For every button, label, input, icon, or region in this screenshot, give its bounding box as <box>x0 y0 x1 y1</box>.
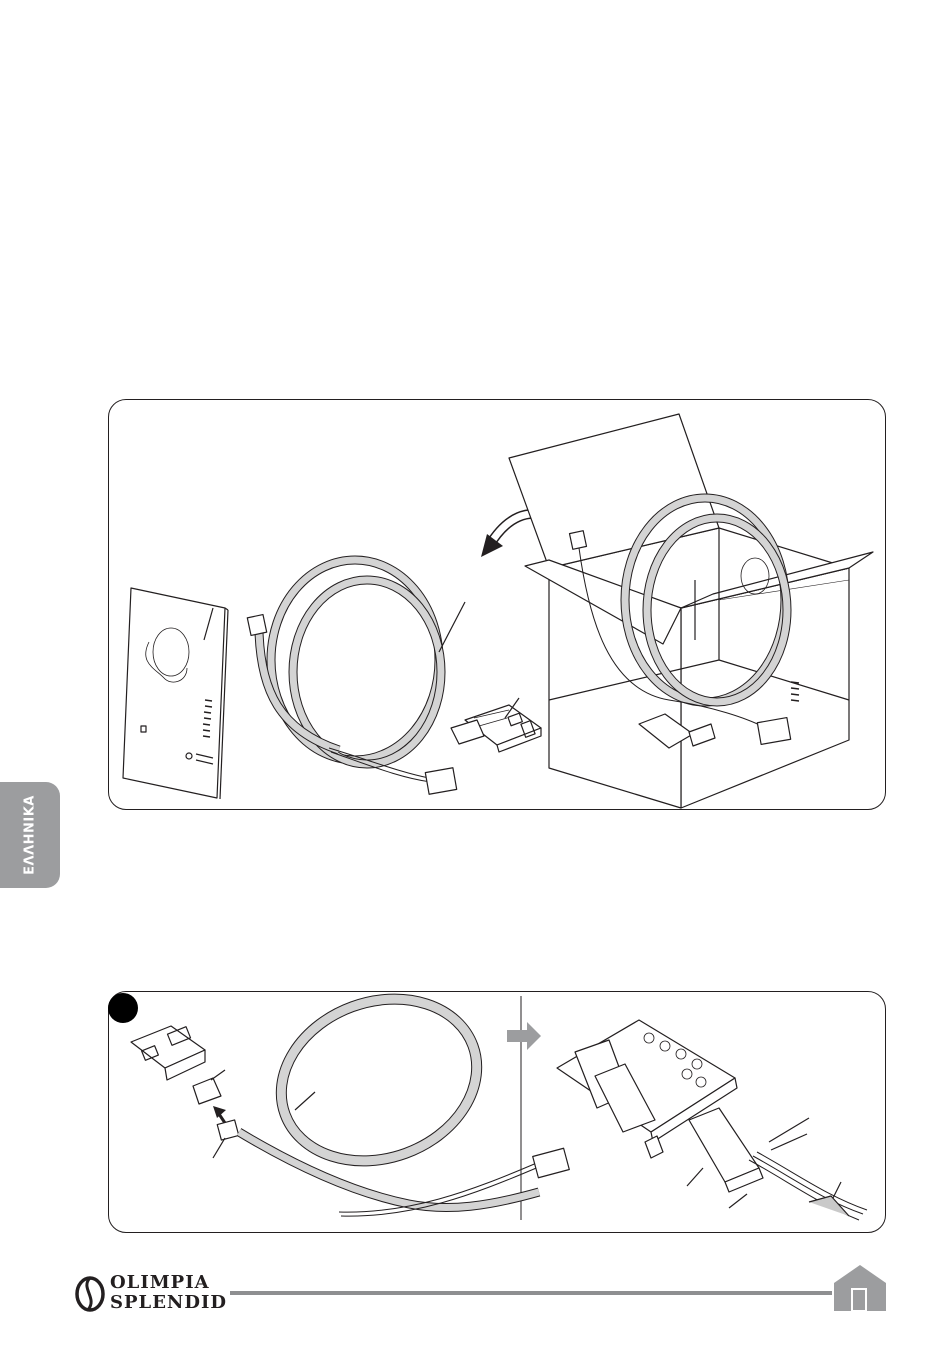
kit-contents-drawing <box>109 400 885 809</box>
home-icon <box>832 1263 888 1313</box>
kit-contents-illustration <box>108 399 886 810</box>
step-bullet-icon <box>108 993 138 1023</box>
footer-rule <box>230 1291 832 1295</box>
installation-drawing <box>109 992 885 1232</box>
brand-logo: OLIMPIA SPLENDID <box>72 1272 232 1316</box>
coiled-cable <box>247 560 465 794</box>
installation-illustration <box>108 991 886 1233</box>
step-arrow <box>507 1022 541 1050</box>
cable-loop <box>239 992 569 1216</box>
main-board-detail <box>557 1020 867 1220</box>
olimpia-splendid-logo-mark <box>72 1272 108 1316</box>
language-tab: ΕΛΛΗΝΙΚΑ <box>0 782 60 888</box>
language-tab-label: ΕΛΛΗΝΙΚΑ <box>23 795 38 875</box>
brand-name-line2: SPLENDID <box>110 1294 227 1312</box>
interface-board <box>451 698 541 752</box>
brand-name-line1: OLIMPIA <box>110 1274 210 1292</box>
cable-connector <box>213 1120 239 1158</box>
interface-board-detail <box>131 1026 225 1104</box>
manual-booklet <box>123 588 228 799</box>
home-button[interactable] <box>832 1263 888 1313</box>
packaging-box <box>509 414 873 808</box>
